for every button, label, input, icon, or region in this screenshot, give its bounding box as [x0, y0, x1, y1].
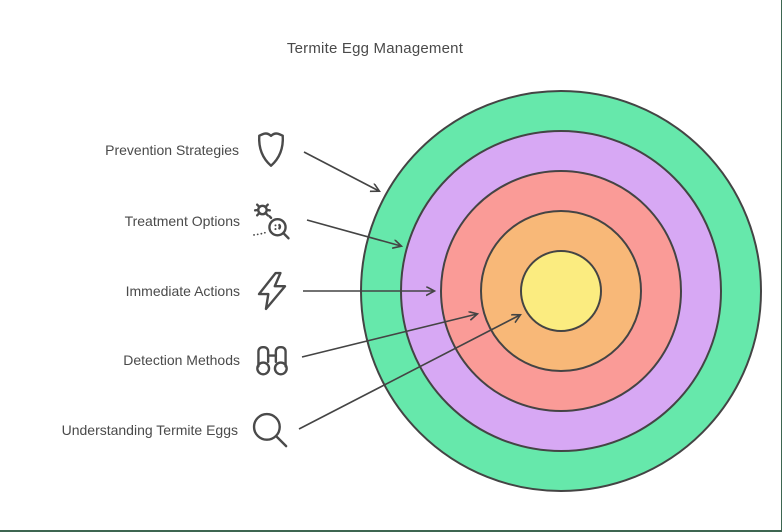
- label-row-immediate-actions: Immediate Actions: [0, 269, 294, 313]
- bug-search-icon: [253, 203, 290, 240]
- ring-label: Understanding Termite Eggs: [61, 422, 238, 438]
- label-row-detection-methods: Detection Methods: [0, 338, 294, 382]
- shield-icon: [258, 132, 284, 167]
- ring-label: Detection Methods: [123, 352, 240, 368]
- lightning-icon: [257, 271, 287, 311]
- magnifier-icon: [252, 412, 288, 448]
- ring-understanding-termite-eggs: [520, 250, 602, 332]
- ring-label: Immediate Actions: [125, 283, 240, 299]
- arrow-treatment-options: [306, 219, 401, 246]
- label-row-prevention-strategies: Prevention Strategies: [0, 128, 293, 172]
- ring-label: Treatment Options: [124, 213, 240, 229]
- binoculars-icon: [256, 345, 288, 376]
- arrow-understanding-termite-eggs: [298, 315, 520, 430]
- arrow-detection-methods: [301, 314, 477, 358]
- arrow-prevention-strategies: [303, 151, 379, 191]
- ring-label: Prevention Strategies: [105, 142, 239, 158]
- page-title: Termite Egg Management: [286, 40, 464, 57]
- label-row-understanding-termite-eggs: Understanding Termite Eggs: [0, 408, 292, 452]
- label-row-treatment-options: Treatment Options: [0, 199, 294, 243]
